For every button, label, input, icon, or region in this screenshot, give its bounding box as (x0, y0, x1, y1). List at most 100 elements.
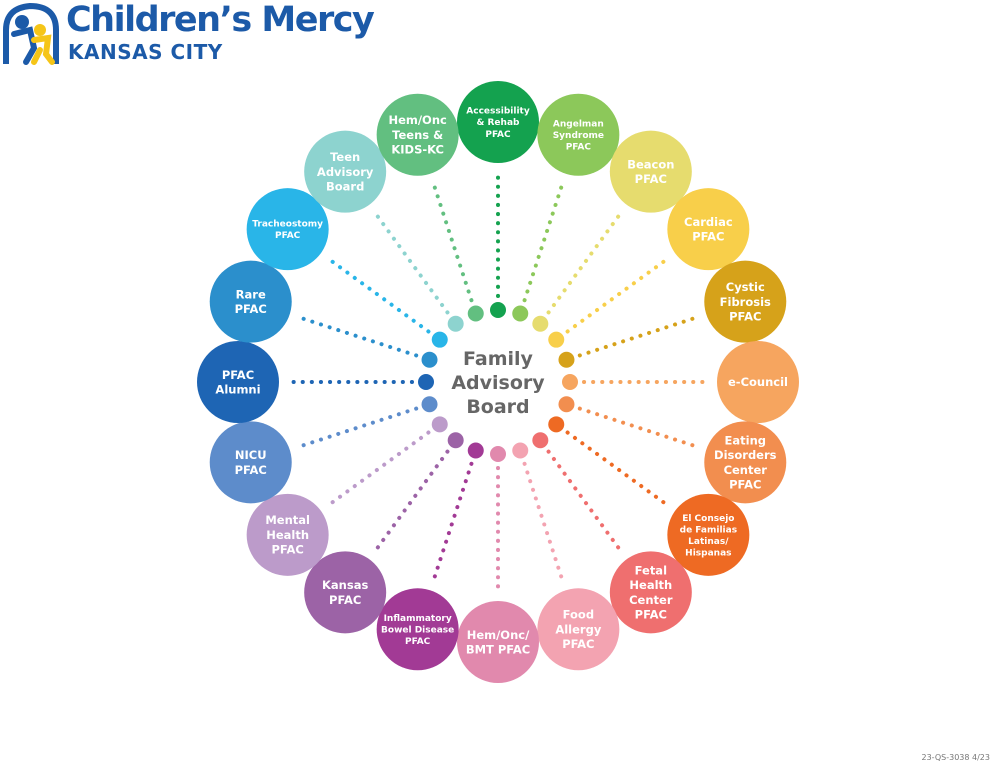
node-circle-food-allergy (537, 588, 620, 671)
node-circle-kansas (304, 551, 387, 634)
connector-beacon (546, 207, 626, 315)
inner-dot-eating-disorders (558, 396, 575, 413)
connector-cardiac (565, 254, 673, 334)
node-circle-cardiac (667, 188, 750, 271)
footer-code: 23-QS-3038 4/23 (921, 753, 991, 762)
node-circle-pfac-alumni (197, 341, 279, 423)
node-circle-mental-health (246, 493, 329, 576)
inner-dot-teen-advisory (447, 315, 464, 332)
node-circle-cystic-fibrosis (704, 260, 787, 343)
node-circle-fetal-health (609, 551, 692, 634)
node-circle-teen-advisory (304, 130, 387, 213)
connector-mental-health (323, 430, 431, 510)
logo: Children’s Mercy KANSAS CITY (0, 0, 375, 70)
inner-dot-cardiac (548, 331, 565, 348)
logo-subtitle: KANSAS CITY (68, 40, 223, 64)
inner-dot-fetal-health (532, 432, 549, 449)
node-circle-angelman-syndrome (537, 93, 620, 176)
connector-nicu (293, 406, 419, 450)
inner-dot-el-consejo (548, 416, 565, 433)
connector-cystic-fibrosis (577, 314, 703, 358)
connector-tracheostomy (323, 254, 431, 334)
logo-title: Children’s Mercy (66, 0, 375, 40)
inner-dot-e-council (562, 374, 578, 390)
connector-teen-advisory (370, 207, 450, 315)
node-circle-tracheostomy (246, 188, 329, 271)
inner-dot-mental-health (431, 416, 448, 433)
node-circle-eating-disorders (704, 421, 787, 504)
inner-dot-nicu (421, 396, 438, 413)
node-circle-hem-onc-bmt (457, 601, 539, 683)
node-label-e-council: e-Council (728, 375, 788, 389)
node-label-hem-onc-bmt: Hem/Onc/BMT PFAC (466, 628, 530, 657)
spoke-hem-onc-bmt: Hem/Onc/BMT PFAC (457, 446, 539, 683)
inner-dot-angelman-syndrome (512, 305, 529, 322)
connector-angelman-syndrome (522, 177, 566, 303)
connector-el-consejo (565, 430, 673, 510)
inner-dot-rare (421, 351, 438, 368)
inner-dot-kansas (447, 432, 464, 449)
node-circle-e-council (717, 341, 799, 423)
inner-dot-pfac-alumni (418, 374, 434, 390)
connector-fetal-health (546, 449, 626, 557)
node-circle-el-consejo (667, 493, 750, 576)
inner-dot-food-allergy (512, 442, 529, 459)
connector-ibd (430, 461, 474, 587)
inner-dot-cystic-fibrosis (558, 351, 575, 368)
inner-dot-ibd (467, 442, 484, 459)
connector-food-allergy (522, 461, 566, 587)
connector-hem-onc-teens (430, 177, 474, 303)
inner-dot-tracheostomy (431, 331, 448, 348)
spoke-e-council: e-Council (562, 341, 799, 423)
node-circle-hem-onc-teens (376, 93, 459, 176)
connector-kansas (370, 449, 450, 557)
childrens-mercy-logo-icon (2, 2, 59, 65)
inner-dot-hem-onc-teens (467, 305, 484, 322)
inner-dot-hem-onc-bmt (490, 446, 506, 462)
node-circle-nicu (209, 421, 292, 504)
node-circle-rare (209, 260, 292, 343)
node-circle-beacon (609, 130, 692, 213)
connector-rare (293, 314, 419, 358)
inner-dot-beacon (532, 315, 549, 332)
connector-eating-disorders (577, 406, 703, 450)
